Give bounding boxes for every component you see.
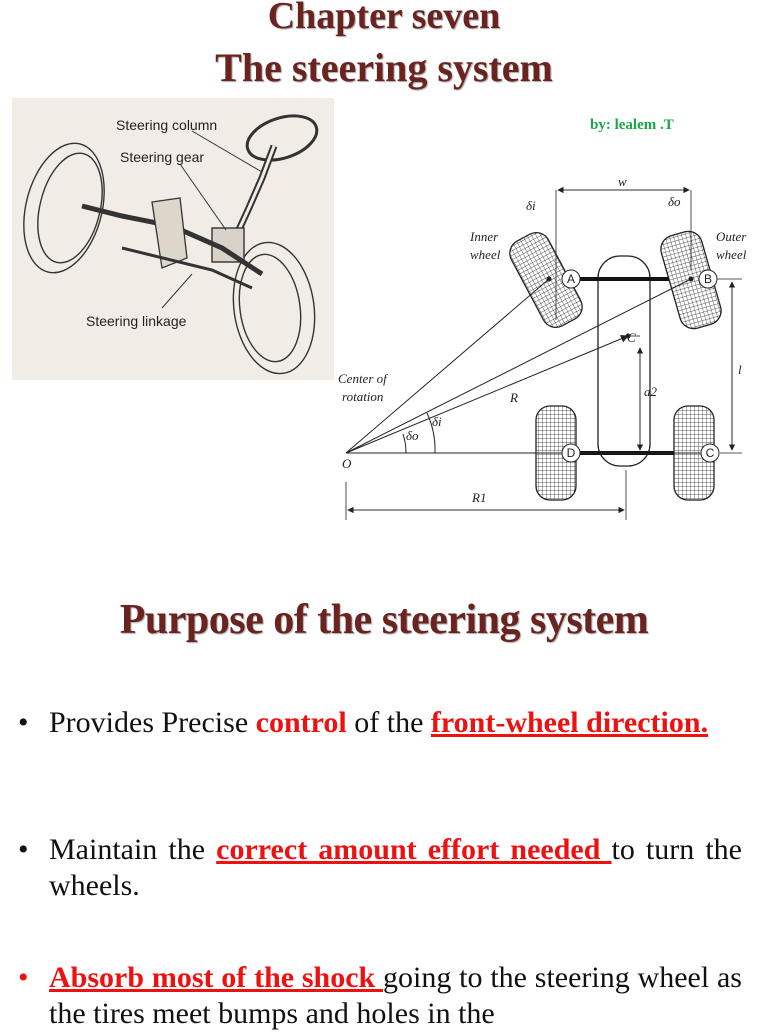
point-D: D: [567, 446, 576, 460]
inner-front-wheel-drawing: [509, 232, 583, 328]
bullet-marker: •: [18, 833, 29, 866]
label-inner-wheel-2: wheel: [470, 247, 501, 262]
label-delta-i: δi: [432, 414, 442, 429]
bullet-marker: •: [18, 706, 29, 739]
bullet-text-2: Maintain the correct amount effort neede…: [49, 833, 742, 902]
section-heading: Purpose of the steering system: [119, 597, 649, 643]
label-center-2: rotation: [342, 389, 383, 404]
author-credit: by: lealem .T: [590, 117, 674, 133]
label-center-1: Center of: [338, 371, 389, 386]
title-line-2: The steering system: [215, 45, 553, 90]
point-A: A: [567, 272, 575, 286]
bullet-item-1: • Provides Precise control of the front-…: [18, 705, 742, 741]
chassis-drawing: [597, 255, 651, 467]
steering-wheel-drawing: [245, 114, 319, 162]
label-inner-wheel-1: Inner: [469, 229, 499, 244]
label-outer-wheel-1: Outer: [716, 229, 747, 244]
bullet-text-1: Provides Precise control of the front-wh…: [49, 706, 709, 739]
title-line-1: Chapter seven: [267, 0, 501, 37]
label-delta-o: δo: [406, 428, 419, 443]
label-outer-wheel-2: wheel: [716, 247, 747, 262]
label-a2: a2: [644, 384, 658, 399]
label-R: R: [509, 390, 518, 405]
label-delta-i-top: δi: [526, 198, 536, 213]
label-steering-gear: Steering gear: [120, 149, 204, 165]
label-steering-linkage: Steering linkage: [86, 313, 187, 329]
left-wheel-drawing: [23, 142, 105, 274]
label-l: l: [738, 362, 742, 377]
label-O: O: [342, 456, 352, 471]
bullet-item-2: • Maintain the correct amount effort nee…: [18, 832, 742, 904]
ackermann-geometry-diagram: w δi δo Inner wheel Outer wheel Center o…: [338, 174, 747, 520]
point-C-rear: C: [706, 446, 715, 460]
right-wheel-drawing: [232, 241, 316, 375]
bullet-marker: •: [18, 961, 29, 994]
label-R1: R1: [471, 490, 486, 505]
label-C-center: C: [627, 330, 636, 345]
point-B: B: [704, 272, 712, 286]
bullet-text-3: Absorb most of the shock going to the st…: [49, 961, 742, 1030]
label-steering-column: Steering column: [116, 117, 217, 133]
bullet-item-3: • Absorb most of the shock going to the …: [18, 960, 742, 1032]
label-delta-o-top: δo: [668, 194, 681, 209]
steering-system-illustration: Steering column Steering gear Steering l…: [12, 98, 334, 380]
label-w: w: [618, 174, 627, 189]
